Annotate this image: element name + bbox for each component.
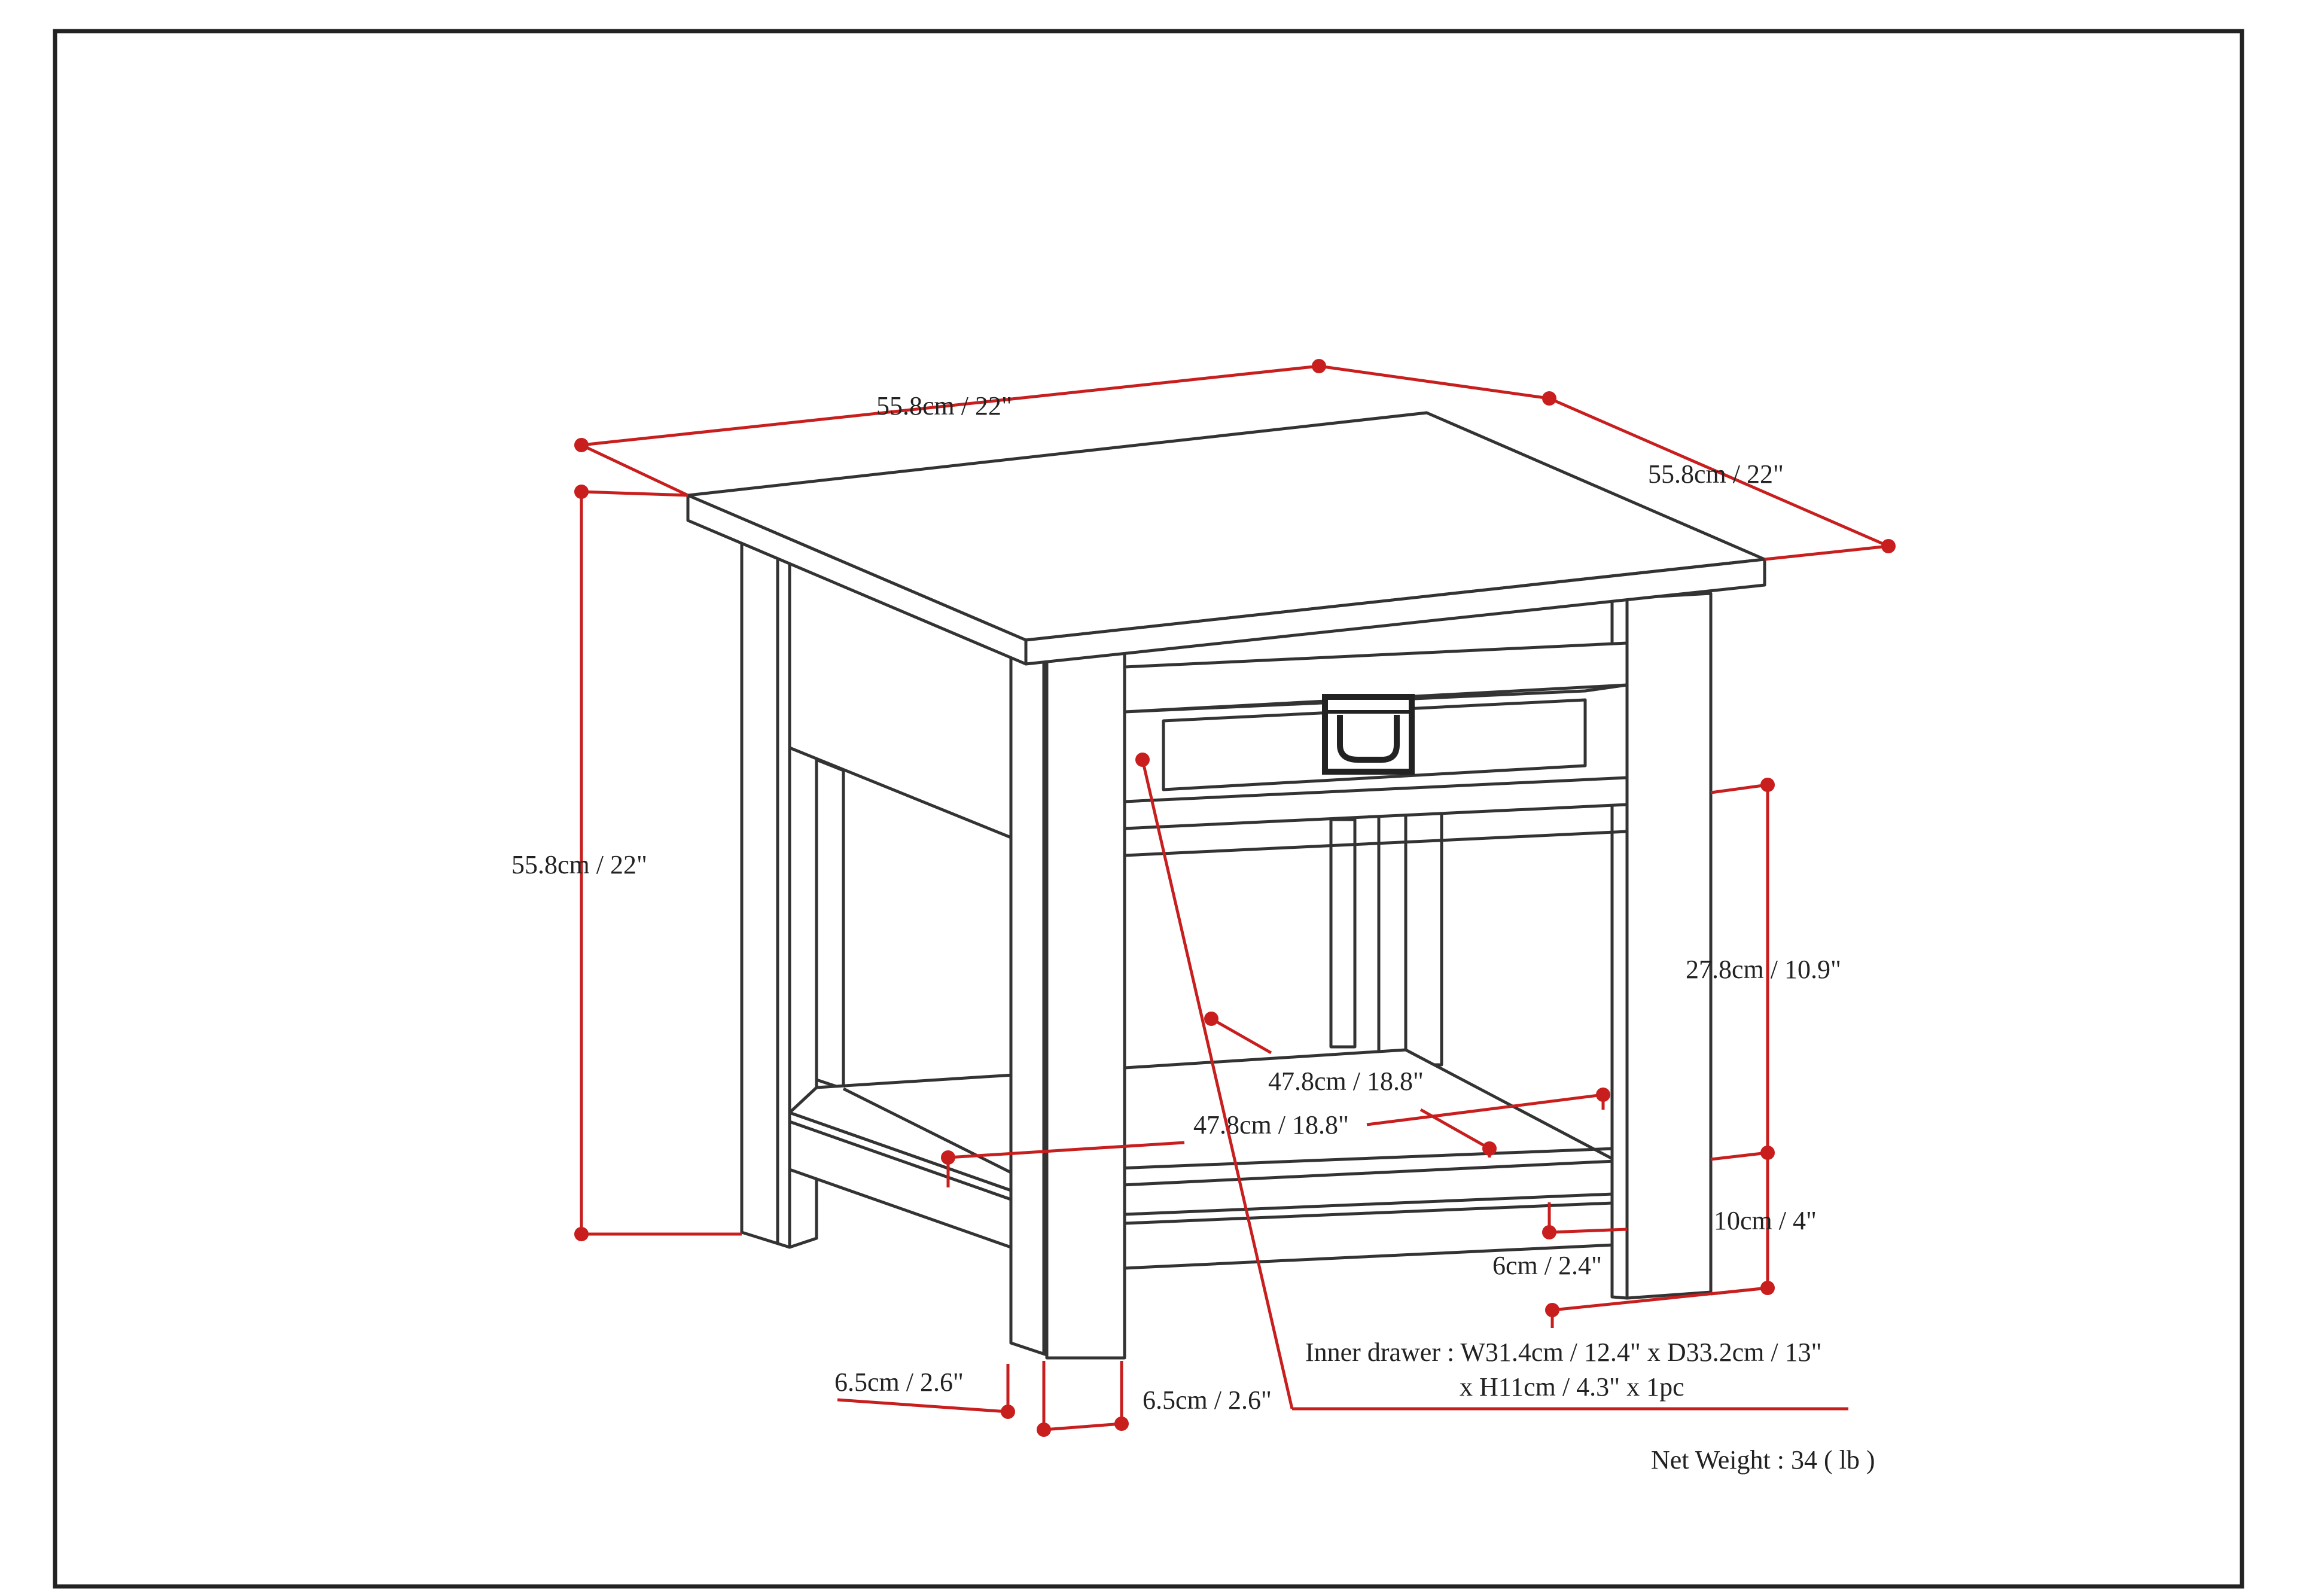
back-right-leg xyxy=(1329,794,1443,1067)
dim-shelf-rail: 6cm / 2.4" xyxy=(1492,1202,1628,1280)
shelf-depth-label: 47.8cm / 18.8" xyxy=(1268,1067,1424,1096)
drawer-handle-icon xyxy=(1322,694,1415,775)
dim-shelf-width: 47.8cm / 18.8" xyxy=(941,1088,1610,1187)
front-right-leg xyxy=(1610,592,1713,1300)
shelf-height-label: 10cm / 4" xyxy=(1714,1206,1817,1235)
leg-thickness-right-label: 6.5cm / 2.6" xyxy=(1143,1385,1272,1415)
dim-leg-thickness-left: 6.5cm / 2.6" xyxy=(834,1364,1015,1419)
dim-leg-thickness-right: 6.5cm / 2.6" xyxy=(1037,1361,1272,1437)
diagram-border xyxy=(53,29,2244,1589)
drawer-front xyxy=(1123,641,1629,857)
dim-shelf-depth: 47.8cm / 18.8" xyxy=(1204,1012,1497,1158)
overall-height-label: 55.8cm / 22" xyxy=(511,850,647,879)
dim-shelf-clearance: 27.8cm / 10.9" xyxy=(1686,778,1841,1161)
inner-drawer-line2: x H11cm / 4.3" x 1pc xyxy=(1460,1372,1684,1402)
dim-overall-height: 55.8cm / 22" xyxy=(511,485,742,1241)
shelf-clearance-label: 27.8cm / 10.9" xyxy=(1686,955,1841,984)
notes: Inner drawer : W31.4cm / 12.4" x D33.2cm… xyxy=(1305,1338,1875,1475)
back-left-inner-post xyxy=(815,758,845,1091)
front-left-leg xyxy=(1009,650,1126,1360)
dim-top-depth: 55.8cm / 22" xyxy=(1318,364,1896,561)
dim-floor-line xyxy=(1545,1286,1768,1328)
dimension-lines: 55.8cm / 22" 55.8cm / 22" 55.8cm / 22" xyxy=(511,359,1896,1437)
top-depth-label: 55.8cm / 22" xyxy=(1648,459,1784,489)
dim-top-width: 55.8cm / 22" xyxy=(574,359,1326,497)
dim-inner-drawer-leader xyxy=(1135,753,1848,1411)
top-width-label: 55.8cm / 22" xyxy=(876,391,1012,421)
leg-thickness-left-label: 6.5cm / 2.6" xyxy=(834,1367,964,1397)
inner-drawer-line1: Inner drawer : W31.4cm / 12.4" x D33.2cm… xyxy=(1305,1338,1822,1367)
shelf-rail-label: 6cm / 2.4" xyxy=(1492,1251,1602,1280)
table-top xyxy=(686,411,1766,666)
shelf-width-label: 47.8cm / 18.8" xyxy=(1193,1110,1349,1140)
net-weight: Net Weight : 34 ( lb ) xyxy=(1651,1445,1875,1475)
